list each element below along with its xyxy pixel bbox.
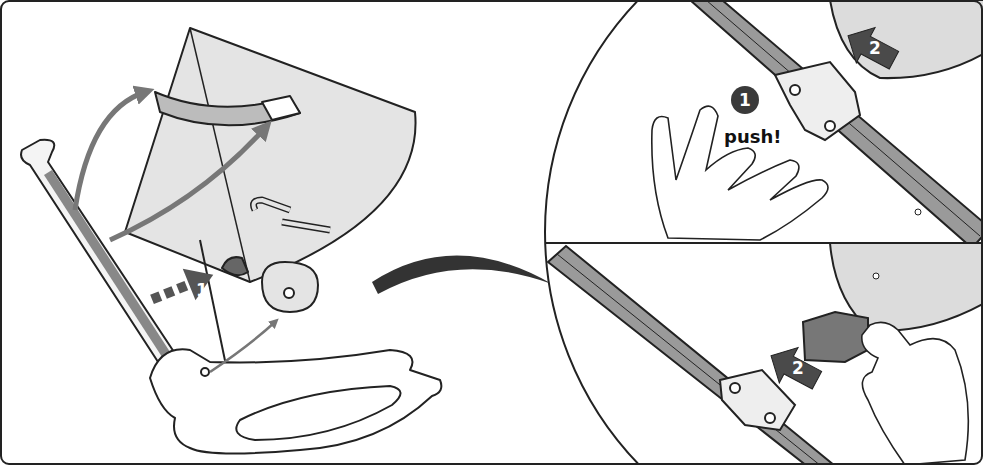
callout-number: 1 (196, 282, 208, 299)
frame-bar-line (557, 254, 826, 465)
hand (652, 106, 828, 240)
strap-arrow (75, 92, 145, 210)
handle-bar (21, 140, 178, 368)
motion-arrows (75, 92, 275, 372)
canopy-edge (830, 0, 983, 78)
step-arrow: 1 (150, 266, 216, 310)
strap-arrow (110, 128, 265, 240)
callout-number: 1 (739, 92, 751, 109)
arrow-shape (839, 18, 904, 78)
detail-panel (540, 0, 983, 465)
frame-tube (200, 240, 228, 375)
canopy (125, 28, 416, 282)
pointer-swoosh (372, 255, 552, 294)
circle-shape (731, 86, 759, 114)
canopy-wire (254, 200, 330, 230)
instruction-text: push! (724, 126, 781, 147)
step-circle: 1 (731, 86, 759, 114)
arrow-shape (762, 338, 827, 398)
clip-hole (825, 121, 835, 131)
strap-loop (262, 96, 300, 120)
canopy-wire-inner (254, 200, 330, 230)
clip-hole (790, 85, 800, 95)
clip-hole (730, 383, 740, 393)
step-arrow: 2 (768, 348, 820, 388)
seat-base (150, 349, 441, 453)
handle-bar-fill (44, 170, 172, 360)
frame-bar (548, 246, 840, 465)
canopy-hub (262, 262, 318, 312)
clip (720, 370, 795, 430)
bar-hole (915, 209, 921, 215)
dashed-arrow (146, 259, 220, 315)
callout-number: 2 (792, 360, 804, 377)
step-arrow: 2 (845, 28, 897, 68)
canopy-hole (873, 273, 879, 279)
clip-hole (765, 413, 775, 423)
detail-outline (545, 0, 983, 465)
hub-hole (284, 288, 294, 298)
clip (775, 62, 860, 140)
strap (155, 92, 300, 125)
hub-arrow (210, 322, 275, 372)
base-cutout (236, 386, 400, 440)
callout-number: 2 (869, 40, 881, 57)
stroller-seat (21, 28, 441, 454)
hand (862, 322, 969, 465)
canopy-tab (803, 312, 868, 362)
pivot (201, 368, 209, 376)
canopy-clip (222, 257, 248, 275)
